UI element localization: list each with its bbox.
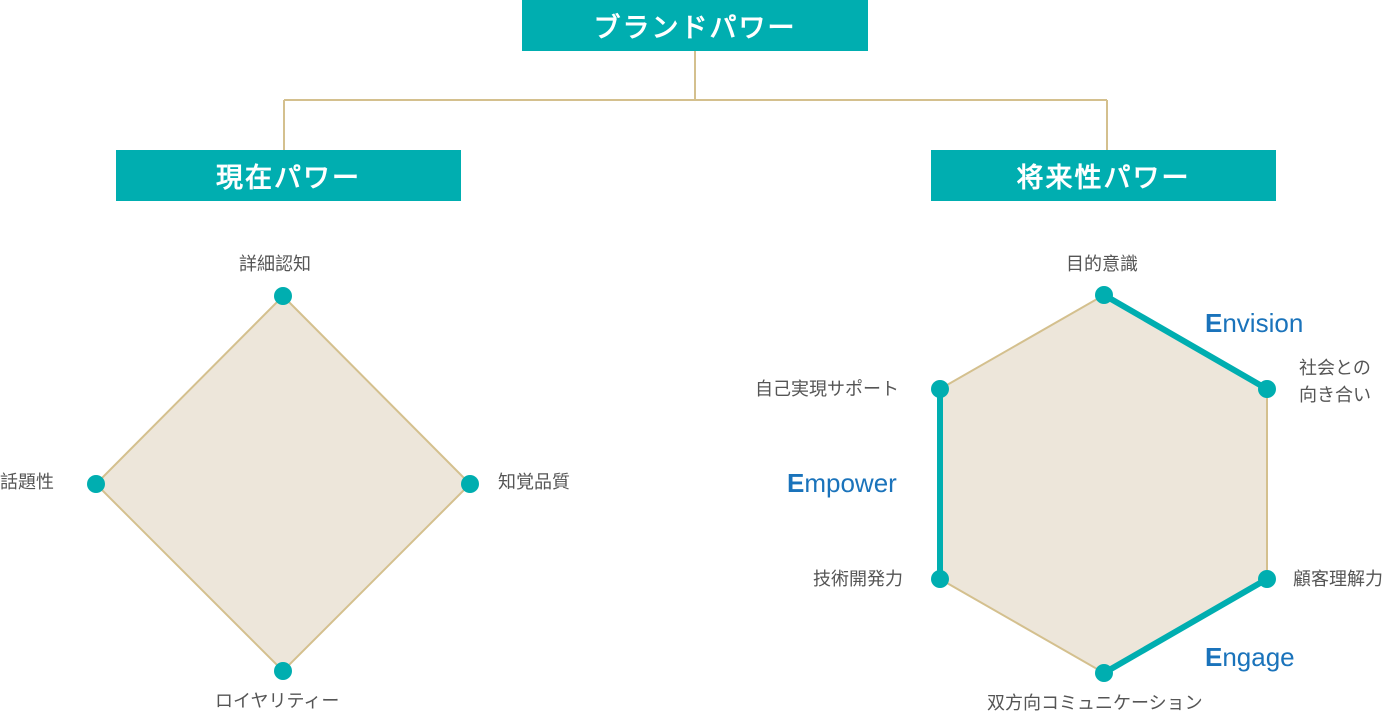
empower-rest: mpower [804, 468, 897, 498]
engage-rest: ngage [1222, 642, 1295, 672]
future-hexagon [939, 293, 1268, 675]
future-label-lower-right: 顧客理解力 [1293, 569, 1383, 590]
future-label-upper-left: 自己実現サポート [755, 379, 899, 400]
future-point-bottom [1095, 664, 1113, 682]
current-diamond [94, 294, 472, 673]
current-point-left [87, 475, 105, 493]
brand-power-title: ブランドパワー [593, 13, 797, 44]
envision-edge [1101, 292, 1270, 392]
future-label-top: 目的意識 [1066, 254, 1138, 275]
tree-connectors [283, 51, 1108, 150]
current-power-title: 現在パワー [216, 163, 361, 194]
future-point-lower-right [1258, 570, 1276, 588]
engage-cap: E [1205, 642, 1223, 672]
engage-edge [1101, 576, 1270, 676]
engage-label: Engage [1205, 642, 1295, 672]
current-label-left: 話題性 [0, 472, 54, 493]
current-label-top: 詳細認知 [239, 254, 311, 275]
current-label-bottom: ロイヤリティー [215, 691, 340, 712]
envision-rest: nvision [1222, 308, 1304, 338]
future-power-title: 将来性パワー [1016, 163, 1191, 194]
future-point-top [1095, 286, 1113, 304]
brand-power-box: ブランドパワー [522, 0, 868, 51]
current-point-top [274, 287, 292, 305]
future-label-upper-right-1: 社会との [1299, 358, 1371, 379]
empower-label: Empower [787, 468, 897, 498]
future-point-lower-left [931, 570, 949, 588]
highlight-edges [937, 292, 1270, 676]
future-label-bottom: 双方向コミュニケーション [987, 693, 1203, 714]
empower-cap: E [787, 468, 805, 498]
envision-label: Envision [1205, 308, 1303, 338]
current-point-bottom [274, 662, 292, 680]
future-point-upper-right [1258, 380, 1276, 398]
envision-cap: E [1205, 308, 1223, 338]
future-point-upper-left [931, 380, 949, 398]
future-power-box: 将来性パワー [931, 150, 1276, 201]
future-label-lower-left: 技術開発力 [813, 569, 903, 590]
future-label-upper-right-2: 向き合い [1299, 385, 1371, 406]
current-point-right [461, 475, 479, 493]
current-power-box: 現在パワー [116, 150, 461, 201]
current-label-right: 知覚品質 [498, 472, 570, 493]
